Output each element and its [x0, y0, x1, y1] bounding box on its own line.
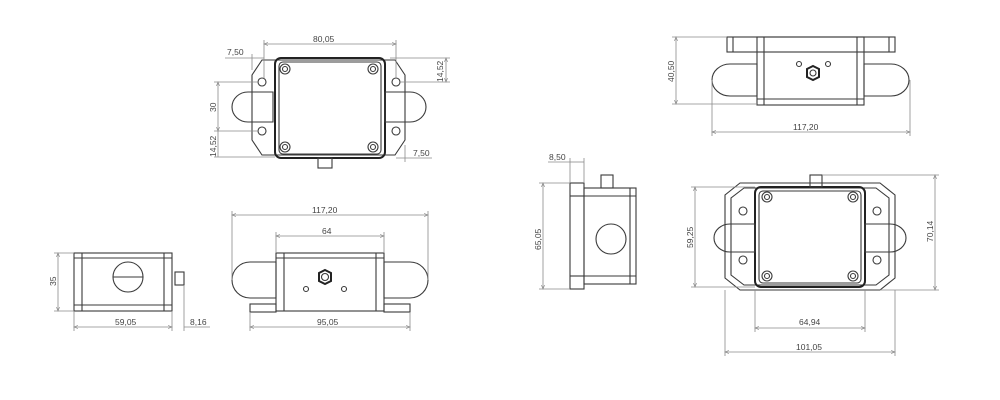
dim-59-05: 59,05 [115, 317, 137, 327]
top-view-right: 59,25 70,14 64,94 101,05 [685, 175, 939, 356]
dim-101-05: 101,05 [796, 342, 822, 352]
side-view-right: 8,50 65,05 [533, 152, 637, 289]
dim-65-05: 65,05 [533, 228, 543, 250]
dim-35: 35 [48, 276, 58, 286]
top-view-left: 80,05 7,50 30 14,52 14,52 7,50 [208, 34, 450, 169]
front-view: 117,20 64 95,05 [232, 205, 428, 331]
dim-14-52-bottom: 14,52 [208, 135, 218, 157]
dim-59-25: 59,25 [685, 226, 695, 248]
dim-30: 30 [208, 102, 218, 112]
screw-icon [279, 63, 379, 153]
dim-7-50-left: 7,50 [227, 47, 244, 57]
rear-view-top-right: 40,50 117,20 [666, 37, 910, 136]
dim-14-52-top: 14,52 [435, 60, 445, 82]
dim-95-05: 95,05 [317, 317, 339, 327]
dim-8-16: 8,16 [190, 317, 207, 327]
dim-70-14: 70,14 [925, 220, 935, 242]
dim-40-50: 40,50 [666, 60, 676, 82]
dim-80-05: 80,05 [313, 34, 335, 44]
dim-117-20-front: 117,20 [312, 205, 338, 215]
dim-7-50-right: 7,50 [413, 148, 430, 158]
side-view-left: 35 59,05 8,16 [48, 253, 210, 331]
dim-8-50: 8,50 [549, 152, 566, 162]
dim-64: 64 [322, 226, 332, 236]
dim-117-20-rear: 117,20 [793, 122, 819, 132]
dim-64-94: 64,94 [799, 317, 821, 327]
